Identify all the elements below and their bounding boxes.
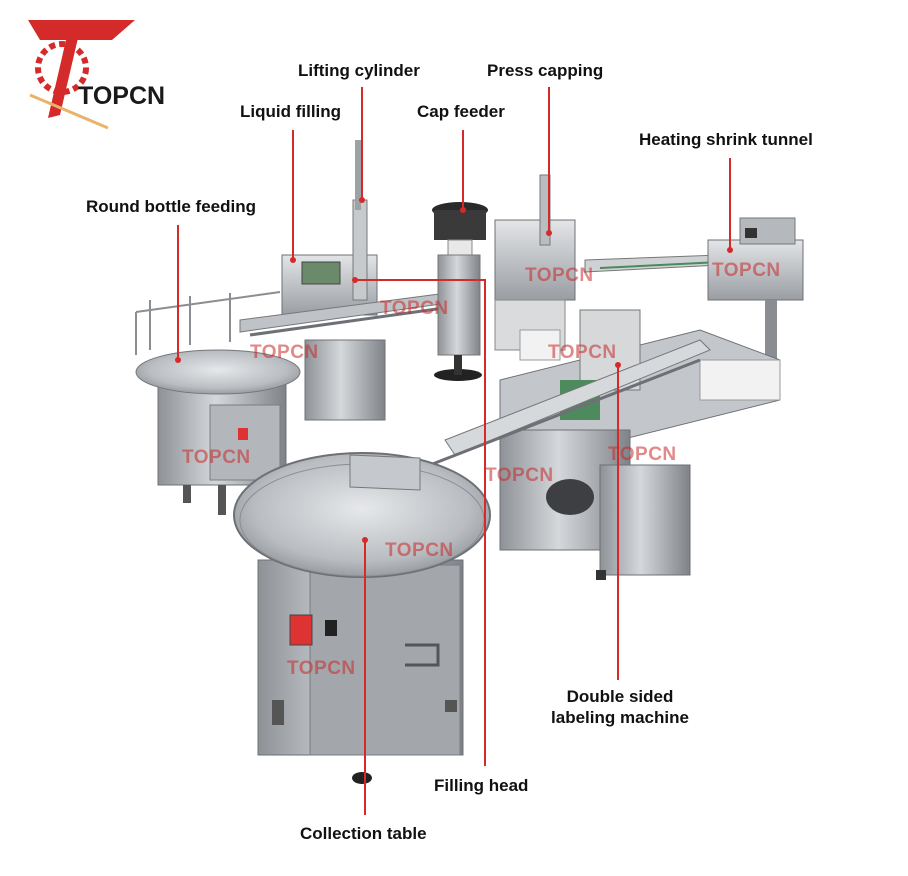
round-bottle-feeding-table — [135, 291, 301, 515]
watermark: TOPCN — [380, 298, 449, 319]
press-capping-machine — [494, 174, 576, 351]
liquid-filling-machine — [239, 140, 481, 421]
label-double-sided-line1: Double sided — [566, 687, 674, 706]
watermark: TOPCN — [525, 265, 594, 286]
label-heating-shrink-tunnel: Heating shrink tunnel — [639, 130, 813, 149]
watermark: TOPCN — [250, 342, 319, 363]
watermark: TOPCN — [287, 658, 356, 679]
collection-table — [233, 452, 491, 784]
topcn-gear-logo-icon — [28, 20, 135, 130]
label-filling-head: Filling head — [434, 776, 529, 795]
conveyor-upper — [584, 254, 721, 273]
watermark: TOPCN — [385, 540, 454, 561]
conveyor-main — [429, 339, 711, 467]
label-lifting-cylinder: Lifting cylinder — [298, 61, 420, 80]
leader-dots — [175, 197, 733, 543]
label-double-sided-line2: labeling machine — [551, 708, 689, 727]
watermark: TOPCN — [485, 465, 554, 486]
cap-feeder — [432, 202, 488, 381]
brand-logo-text: TOPCN — [78, 82, 166, 110]
label-cap-feeder: Cap feeder — [417, 102, 505, 121]
leader-lines — [177, 87, 731, 815]
leader-line-filling-head — [355, 279, 486, 766]
label-liquid-filling: Liquid filling — [240, 102, 342, 121]
heating-shrink-tunnel — [707, 217, 804, 360]
watermark: TOPCN — [608, 444, 677, 465]
watermark: TOPCN — [182, 447, 251, 468]
label-round-bottle-feeding: Round bottle feeding — [86, 197, 256, 216]
label-collection-table: Collection table — [300, 824, 427, 843]
watermark: TOPCN — [548, 342, 617, 363]
label-double-sided-labeling-machine: Double sided labeling machine — [545, 686, 695, 728]
watermark: TOPCN — [712, 260, 781, 281]
label-press-capping: Press capping — [487, 61, 604, 80]
